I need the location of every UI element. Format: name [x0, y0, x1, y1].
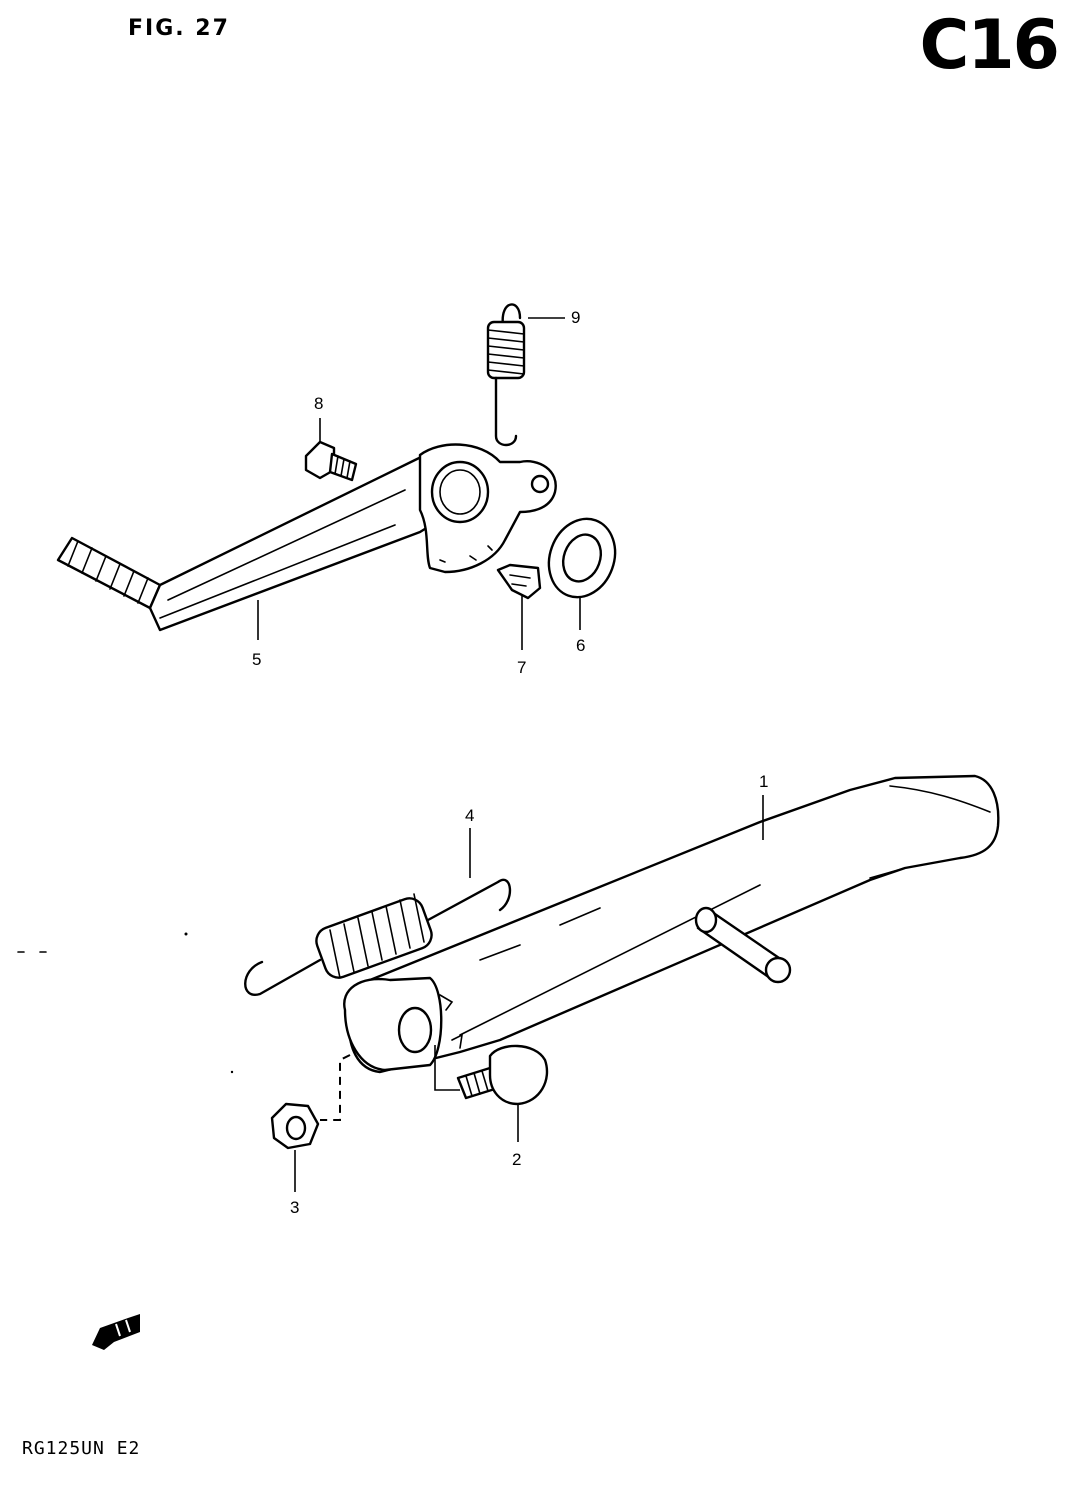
callout-8: 8 — [314, 394, 324, 413]
callout-9: 9 — [571, 308, 581, 327]
callout-3: 3 — [290, 1198, 300, 1217]
side-stand — [343, 774, 1000, 1074]
spring-clip — [496, 563, 542, 600]
callout-6: 6 — [576, 636, 586, 655]
callout-4: 4 — [465, 806, 475, 825]
model-code: RG125UN E2 — [22, 1438, 141, 1459]
section-code: C16 — [919, 6, 1060, 85]
return-spring-upper — [486, 303, 526, 447]
stand-spring — [244, 878, 512, 996]
callout-2: 2 — [512, 1150, 522, 1169]
arrow-left-icon — [92, 1314, 140, 1350]
callout-1: 1 — [759, 772, 769, 791]
guide-line-nut — [320, 1054, 351, 1121]
guide-line-bolt — [434, 1045, 460, 1091]
stand-nut — [270, 1102, 320, 1150]
washer — [547, 517, 617, 599]
callout-7: 7 — [517, 658, 527, 677]
lever-arm — [56, 443, 557, 632]
figure-label: FIG. 27 — [128, 16, 230, 41]
stand-bolt — [456, 1044, 549, 1106]
pivot-bolt — [304, 440, 358, 482]
callout-5: 5 — [252, 650, 262, 669]
